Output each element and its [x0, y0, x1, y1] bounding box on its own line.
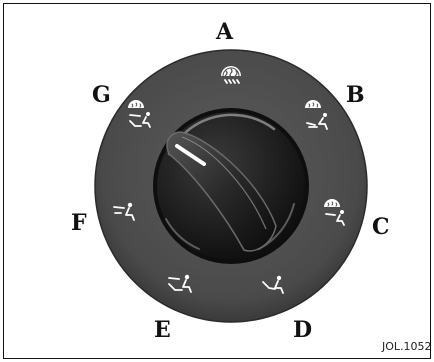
callout-f: F — [71, 212, 87, 234]
air-distribution-dial — [4, 4, 431, 359]
figure-reference: JOL.1052 — [382, 340, 431, 353]
control-knob[interactable] — [153, 108, 309, 264]
callout-b: B — [346, 84, 365, 106]
callout-d: D — [293, 319, 312, 341]
callout-a: A — [216, 21, 233, 43]
diagram-frame: A B C D E F G JOL.1052 — [3, 3, 431, 359]
callout-e: E — [154, 319, 171, 341]
callout-g: G — [92, 84, 111, 106]
callout-c: C — [372, 216, 390, 238]
